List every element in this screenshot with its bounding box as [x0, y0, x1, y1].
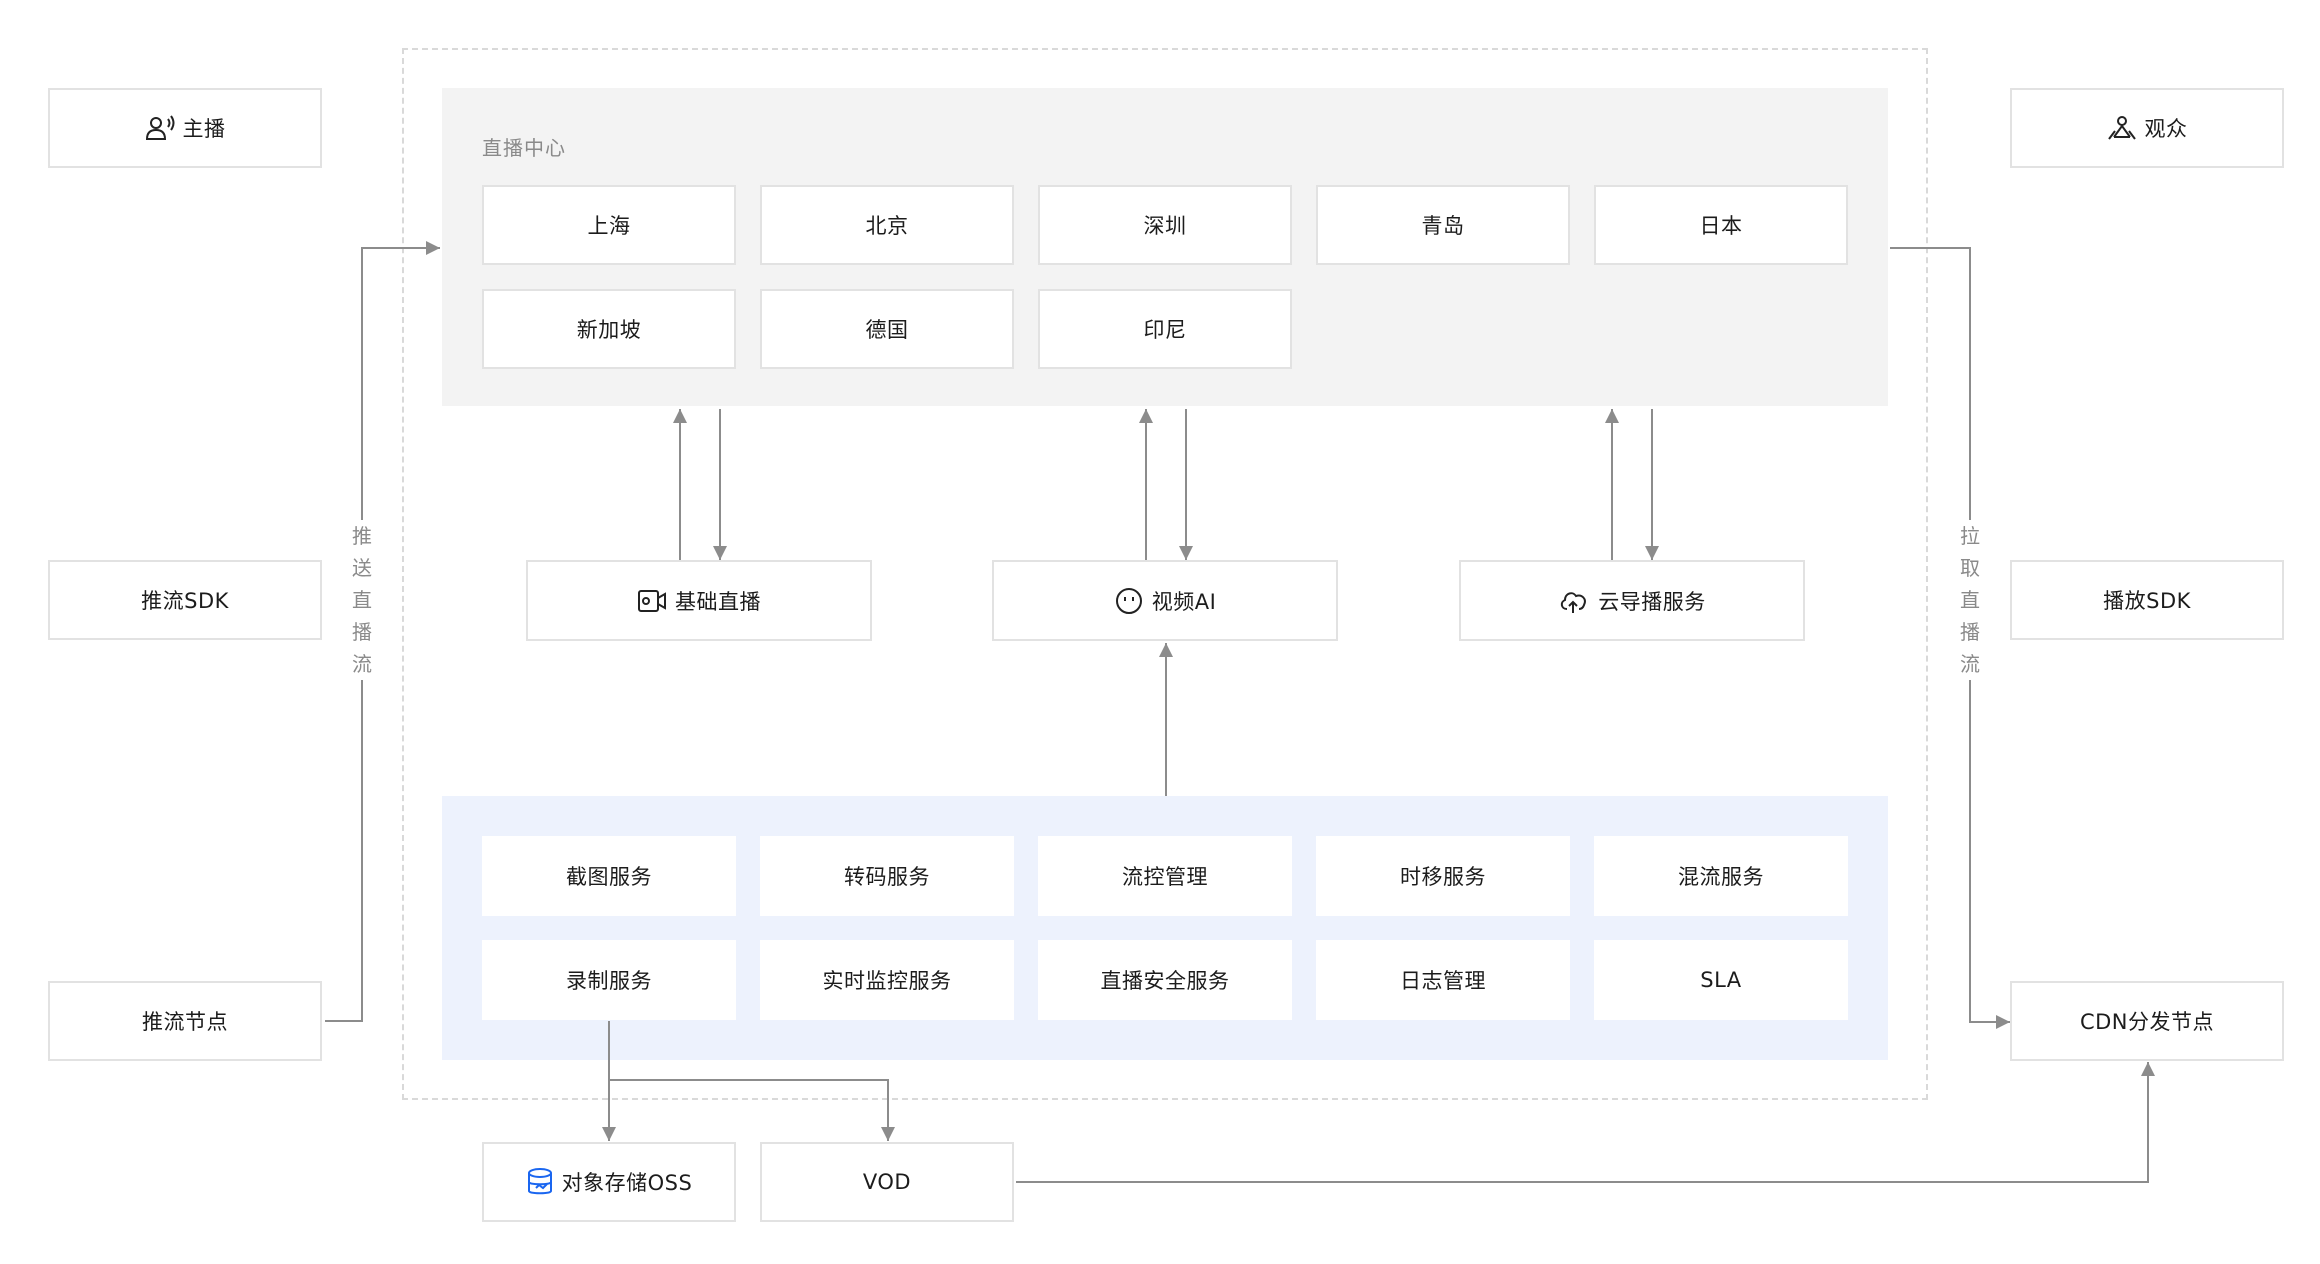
service-flow-control[interactable]: 流控管理 — [1038, 836, 1292, 916]
push-sdk-box[interactable]: 推流SDK — [48, 560, 322, 640]
region-shanghai[interactable]: 上海 — [482, 185, 736, 265]
push-stream-label: 推送直播流 — [347, 520, 377, 680]
cloud-director-box[interactable]: 云导播服务 — [1459, 560, 1805, 641]
play-sdk-box[interactable]: 播放SDK — [2010, 560, 2284, 640]
basic-live-box[interactable]: 基础直播 — [526, 560, 872, 641]
push-node-box[interactable]: 推流节点 — [48, 981, 322, 1061]
database-icon — [526, 1167, 554, 1197]
pull-stream-label: 拉取直播流 — [1955, 520, 1985, 680]
service-sla[interactable]: SLA — [1594, 940, 1848, 1020]
service-mix-stream[interactable]: 混流服务 — [1594, 836, 1848, 916]
live-center-title: 直播中心 — [482, 132, 566, 161]
video-camera-icon — [637, 588, 667, 614]
video-ai-box[interactable]: 视频AI — [992, 560, 1338, 641]
service-time-shift[interactable]: 时移服务 — [1316, 836, 1570, 916]
vod-box[interactable]: VOD — [760, 1142, 1014, 1222]
oss-box[interactable]: 对象存储OSS — [482, 1142, 736, 1222]
service-live-security[interactable]: 直播安全服务 — [1038, 940, 1292, 1020]
region-singapore[interactable]: 新加坡 — [482, 289, 736, 369]
service-transcode[interactable]: 转码服务 — [760, 836, 1014, 916]
region-germany[interactable]: 德国 — [760, 289, 1014, 369]
cdn-node-box[interactable]: CDN分发节点 — [2010, 981, 2284, 1061]
user-voice-icon — [145, 115, 175, 141]
audience-box[interactable]: 观众 — [2010, 88, 2284, 168]
region-indonesia[interactable]: 印尼 — [1038, 289, 1292, 369]
service-screenshot[interactable]: 截图服务 — [482, 836, 736, 916]
region-shenzhen[interactable]: 深圳 — [1038, 185, 1292, 265]
face-icon — [1114, 586, 1144, 616]
audience-icon — [2107, 115, 2137, 141]
service-realtime-monitor[interactable]: 实时监控服务 — [760, 940, 1014, 1020]
cloud-upload-icon — [1558, 587, 1590, 615]
region-japan[interactable]: 日本 — [1594, 185, 1848, 265]
service-log-management[interactable]: 日志管理 — [1316, 940, 1570, 1020]
anchor-box[interactable]: 主播 — [48, 88, 322, 168]
service-recording[interactable]: 录制服务 — [482, 940, 736, 1020]
region-beijing[interactable]: 北京 — [760, 185, 1014, 265]
region-qingdao[interactable]: 青岛 — [1316, 185, 1570, 265]
